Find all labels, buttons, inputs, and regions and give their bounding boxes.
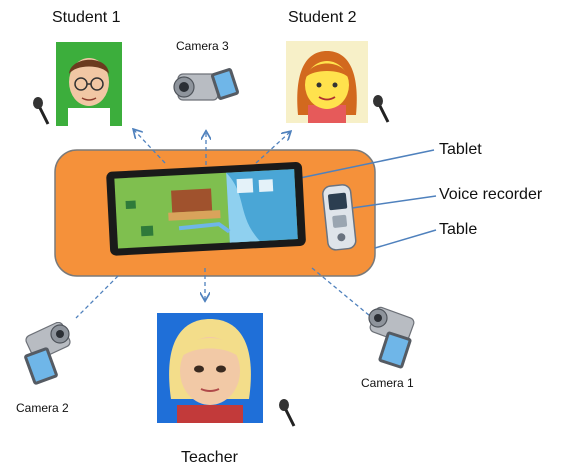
table-label: Table xyxy=(439,221,478,238)
student1-label: Student 1 xyxy=(52,9,121,26)
camera2-icon xyxy=(14,322,76,388)
microphone-icon xyxy=(276,398,298,428)
callout-tablet xyxy=(299,149,435,179)
student1-avatar xyxy=(56,42,122,126)
voice-recorder-label: Voice recorder xyxy=(439,186,543,203)
tablet-icon xyxy=(106,162,306,256)
microphone-icon xyxy=(370,94,392,124)
tablet-label: Tablet xyxy=(439,141,482,158)
voice-recorder-icon xyxy=(322,184,357,251)
camera1-icon xyxy=(362,304,424,372)
callout-table xyxy=(374,229,437,249)
student2-avatar xyxy=(286,41,368,123)
microphone-icon xyxy=(30,96,52,126)
camera3-icon xyxy=(172,58,242,116)
teacher-avatar xyxy=(157,313,263,423)
arrow-to-student1 xyxy=(134,130,166,164)
teacher-label: Teacher xyxy=(181,449,238,466)
line-to-camera2 xyxy=(75,275,119,319)
callout-voice-recorder xyxy=(351,195,437,209)
camera3-label: Camera 3 xyxy=(176,39,229,53)
camera1-label: Camera 1 xyxy=(361,376,414,390)
student2-label: Student 2 xyxy=(288,9,357,26)
arrow-to-student2 xyxy=(255,132,290,164)
line-to-camera1 xyxy=(311,267,371,317)
camera2-label: Camera 2 xyxy=(16,401,69,415)
